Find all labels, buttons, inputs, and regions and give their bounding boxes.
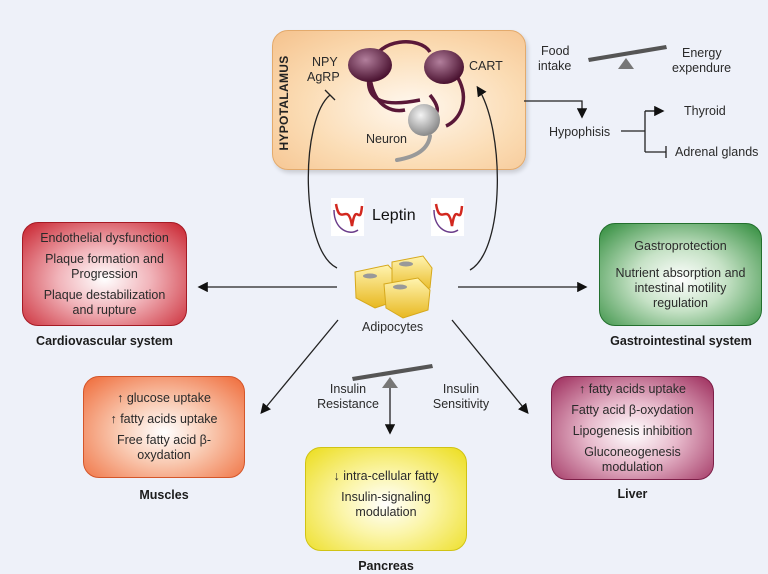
hypothalamus-label: HYPOTALAMUS [277, 55, 291, 151]
pancreas-box: ↓ intra-cellular fatty Insulin-signaling… [305, 447, 467, 551]
muscles-effect: ↑ fatty acids uptake [110, 412, 218, 426]
neuron-label: Neuron [366, 132, 407, 146]
gastrointestinal-effect: Gastroprotection [634, 238, 727, 253]
cart-label: CART [469, 59, 503, 73]
energy-expenditure-label-1: Energy [682, 46, 722, 60]
insulin-sensitivity-label-2: Sensitivity [432, 397, 490, 411]
insulin-resistance-label-1: Insulin [329, 382, 367, 396]
gastrointestinal-effect: Nutrient absorption and intestinal motil… [615, 265, 746, 310]
liver-caption: Liver [617, 487, 648, 501]
leptin-protein-icon-right [431, 198, 464, 236]
liver-effect: Gluconeogenesis modulation [584, 444, 681, 474]
liver-effect: Fatty acid β-oxydation [571, 402, 694, 417]
gastrointestinal-caption: Gastrointestinal system [610, 334, 752, 348]
muscles-box: ↑ glucose uptake ↑ fatty acids uptake Fr… [83, 376, 245, 478]
thyroid-label: Thyroid [684, 104, 726, 118]
liver-effect: Lipogenesis inhibition [572, 423, 693, 438]
adrenal-glands-label: Adrenal glands [675, 145, 759, 159]
npy-label: NPY [312, 55, 338, 69]
gastrointestinal-box: Gastroprotection Nutrient absorption and… [599, 223, 762, 326]
liver-box: ↑ fatty acids uptake Fatty acid β-oxydat… [551, 376, 714, 480]
hypophisis-label: Hypophisis [549, 125, 611, 139]
cardiovascular-box: Endothelial dysfunction Plaque formation… [22, 222, 187, 326]
cardiovascular-effect: Endothelial dysfunction [40, 230, 169, 245]
leptin-protein-icon-left [331, 198, 364, 236]
hypothalamus-to-hypophisis-arrow [524, 100, 588, 119]
cardiovascular-caption: Cardiovascular system [36, 334, 173, 348]
insulin-sensitivity-label-1: Insulin [442, 382, 480, 396]
cardiovascular-effect: Plaque destabilization and rupture [43, 287, 166, 317]
muscles-caption: Muscles [139, 488, 189, 502]
adipocytes-icon [354, 255, 433, 319]
adipocytes-label: Adipocytes [362, 320, 424, 334]
pancreas-caption: Pancreas [358, 559, 414, 573]
energy-expenditure-label-2: expendure [672, 61, 732, 75]
food-intake-label-1: Food [541, 44, 570, 58]
muscles-effect: Free fatty acid β-oxydation [116, 433, 212, 462]
cardiovascular-effect: Plaque formation and Progression [45, 251, 164, 281]
hypothalamus-panel [272, 30, 526, 170]
agrp-label: AgRP [307, 70, 340, 84]
insulin-resistance-label-2: Resistance [317, 397, 379, 411]
energy-balance-scale-icon [588, 45, 667, 69]
leptin-label: Leptin [372, 207, 416, 224]
hypophisis-inhibit-adrenal [645, 146, 667, 158]
liver-effect: ↑ fatty acids uptake [578, 381, 686, 396]
muscles-effect: ↑ glucose uptake [117, 391, 211, 405]
food-intake-label-2: intake [538, 59, 572, 73]
pancreas-effect: Insulin-signaling modulation [341, 490, 431, 519]
pancreas-effect: ↓ intra-cellular fatty [333, 469, 439, 483]
